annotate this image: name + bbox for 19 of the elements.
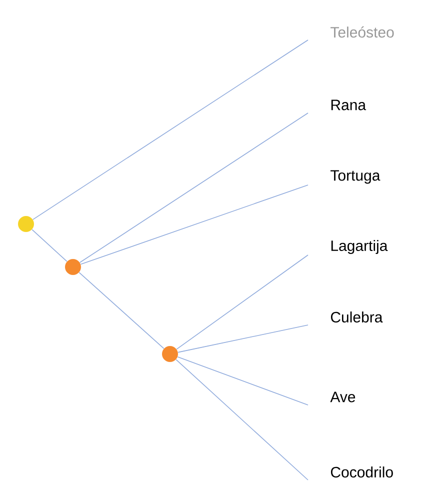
- taxon-label: Cocodrilo: [330, 466, 393, 478]
- branch-line: [80, 184, 308, 265]
- branch-line: [79, 112, 308, 263]
- branch-line: [78, 272, 164, 349]
- taxon-label: Rana: [331, 100, 366, 110]
- taxon-label: Tortuga: [330, 170, 380, 184]
- taxon-label: Ave: [330, 392, 356, 402]
- branch-line: [176, 359, 308, 480]
- branch-line: [177, 356, 308, 406]
- taxon-label: Teleósteo: [330, 26, 394, 38]
- taxon-label: Lagartija: [331, 240, 388, 254]
- branch-line: [32, 229, 68, 262]
- node-dot: [18, 216, 34, 232]
- node-dot: [65, 259, 81, 275]
- branch-line: [32, 40, 308, 220]
- branch-line: [176, 254, 308, 350]
- branch-line: [178, 324, 308, 353]
- node-dot: [162, 346, 178, 362]
- taxon-label: Culebra: [330, 312, 383, 322]
